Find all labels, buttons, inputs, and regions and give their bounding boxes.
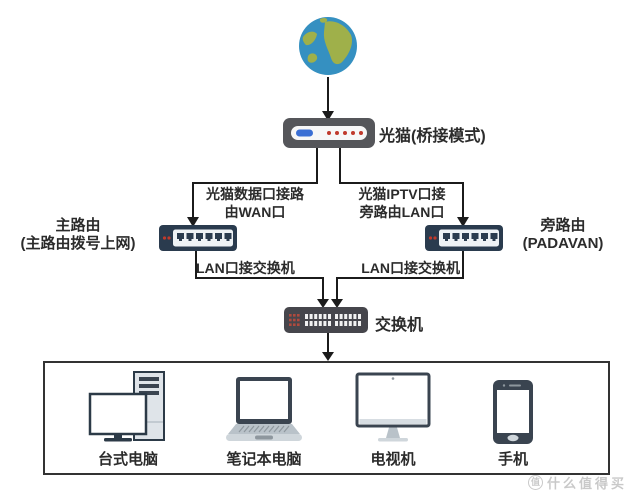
device-label-desktop: 台式电脑 [97, 451, 158, 468]
tv-icon [355, 372, 431, 442]
side-router-label: 旁路由 (PADAVAN) [522, 217, 604, 252]
branch-label-iptv-to-lan: 光猫IPTV口接 旁路由LAN口 [358, 186, 446, 220]
branch-label-modem-to-wan: 光猫数据口接路 由WAN口 [206, 186, 304, 220]
internet-node [298, 16, 358, 83]
watermark: 值 什么值得买 [528, 473, 627, 492]
device-label-laptop: 笔记本电脑 [226, 451, 302, 468]
device-phone: 手机 [455, 368, 571, 469]
watermark-logo-icon: 值 [528, 475, 543, 490]
router-icon [159, 225, 237, 251]
switch-node [284, 307, 368, 338]
device-laptop: 笔记本电脑 [206, 368, 322, 469]
lan-label-right: LAN口接交换机 [361, 260, 460, 276]
main-router-label: 主路由 (主路由拨号上网) [20, 217, 136, 252]
side-router-node [425, 225, 503, 256]
laptop-icon [226, 377, 302, 441]
desktop-icon [88, 371, 165, 442]
modem-node [283, 118, 375, 153]
switch-icon [284, 307, 368, 333]
router-icon [425, 225, 503, 251]
device-label-phone: 手机 [497, 451, 528, 468]
watermark-text: 什么值得买 [547, 476, 628, 491]
modem-label: 光猫(桥接模式) [379, 128, 486, 145]
switch-label: 交换机 [375, 317, 424, 334]
modem-icon [283, 118, 375, 148]
device-desktop: 台式电脑 [70, 368, 186, 469]
lan-label-left: LAN口接交换机 [196, 260, 295, 276]
globe-icon [299, 17, 357, 75]
device-tv: 电视机 [335, 368, 451, 469]
main-router-node [159, 225, 237, 256]
phone-icon [493, 380, 533, 444]
device-label-tv: 电视机 [370, 451, 416, 468]
